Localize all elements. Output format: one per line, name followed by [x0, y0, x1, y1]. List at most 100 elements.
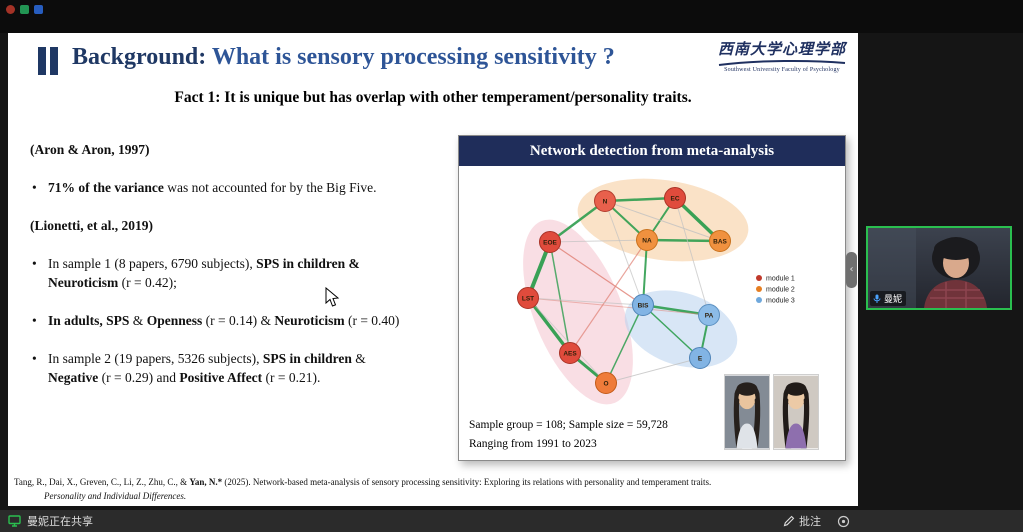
network-edge: [527, 297, 607, 384]
network-edge: [526, 296, 572, 355]
title-keyword: Background:: [72, 44, 207, 70]
network-node-NA: [636, 229, 658, 251]
participant-name: 曼妮: [884, 294, 903, 304]
screen-share-icon: [8, 515, 21, 527]
pointer-tool-icon: [837, 515, 850, 527]
recording-indicator-icon[interactable]: [6, 5, 15, 14]
participant-video[interactable]: 曼妮: [866, 226, 1012, 310]
network-node-label: N: [603, 198, 608, 205]
sidebar-collapse-handle[interactable]: ‹: [846, 252, 857, 288]
network-node-EC: [664, 187, 686, 209]
network-node-N: [594, 190, 616, 212]
network-edge: [549, 239, 648, 243]
panel-title: Network detection from meta-analysis: [459, 136, 845, 166]
citation-line: Tang, R., Dai, X., Greven, C., Li, Z., Z…: [14, 477, 712, 487]
annotate-button[interactable]: 批注: [783, 513, 821, 529]
network-edge: [569, 239, 648, 354]
logo-chinese-text: 西南大学心理学部: [717, 42, 846, 58]
network-node-label: EC: [670, 195, 679, 202]
shared-slide: Background: What is sensory processing s…: [8, 33, 858, 506]
module-hull: [624, 290, 738, 368]
sample-stats: Sample group = 108; Sample size = 59,728: [469, 419, 668, 431]
year-range: Ranging from 1991 to 2023: [469, 438, 597, 450]
network-node-label: NA: [642, 237, 652, 244]
module-hull: [523, 219, 633, 405]
bullet-sample1: In sample 1 (8 papers, 6790 subjects), S…: [30, 254, 402, 292]
network-node-E: [689, 347, 711, 369]
legend-label: module 1: [766, 276, 795, 283]
participant-person: [868, 228, 1010, 308]
bullet-variance: 71% of the variance was not accounted fo…: [30, 178, 402, 197]
network-node-label: BAS: [713, 238, 727, 245]
logo-swoosh-icon: [718, 59, 846, 66]
network-node-label: EOE: [543, 239, 557, 246]
network-panel: Network detection from meta-analysis N EC…: [458, 135, 846, 461]
network-edge: [605, 357, 701, 384]
browser-tab-icon[interactable]: [34, 5, 43, 14]
panel-stats: Sample group = 108; Sample size = 59,728…: [469, 416, 668, 454]
bullet-variance-bold: 71% of the variance: [48, 180, 164, 195]
reference-citation: Tang, R., Dai, X., Greven, C., Li, Z., Z…: [14, 476, 852, 503]
network-edge: [604, 196, 676, 203]
pointer-tool-button[interactable]: [837, 515, 850, 528]
network-node-PA: [698, 304, 720, 326]
citation-aron: (Aron & Aron, 1997): [30, 142, 150, 157]
fact-heading: Fact 1: It is unique but has overlap wit…: [174, 89, 692, 106]
meeting-app-icon[interactable]: [20, 5, 29, 14]
network-edge: [527, 297, 710, 316]
bullet-sample2: In sample 2 (19 papers, 5326 subjects), …: [30, 349, 402, 387]
network-edge: [527, 297, 644, 306]
network-node-label: O: [603, 380, 608, 387]
network-edge: [642, 304, 701, 359]
logo-english-text: Southwest University Faculty of Psycholo…: [724, 67, 840, 73]
legend-label: module 2: [766, 287, 795, 294]
author-photo-2: [773, 374, 819, 450]
slide-title: Background: What is sensory processing s…: [72, 44, 615, 71]
network-edge: [549, 199, 606, 244]
citation-lionetti: (Lionetti, et al., 2019): [30, 218, 153, 233]
network-node-LST: [517, 287, 539, 309]
network-edge: [604, 200, 644, 306]
network-node-label: E: [698, 355, 703, 362]
author-photo-1: [724, 374, 770, 450]
pen-icon: [783, 515, 795, 527]
author-photos: [724, 374, 819, 450]
participant-nametag: 曼妮: [870, 291, 907, 306]
bullet-adults: In adults, SPS & Openness (r = 0.14) & N…: [30, 311, 402, 330]
bottom-bar: 曼妮正在共享 批注: [0, 510, 1023, 532]
network-node-AES: [559, 342, 581, 364]
network-edge: [642, 303, 710, 317]
legend-dot: [756, 297, 762, 303]
network-edge: [549, 241, 644, 306]
network-node-O: [595, 372, 617, 394]
university-logo: 西南大学心理学部 Southwest University Faculty of…: [712, 38, 852, 73]
network-edge: [605, 304, 644, 384]
title-question: What is sensory processing sensitivity ?: [206, 44, 615, 70]
legend-dot: [756, 286, 762, 292]
network-edge: [604, 200, 721, 242]
mic-icon: [873, 294, 881, 303]
network-node-BAS: [709, 230, 731, 252]
module-hull: [577, 178, 749, 262]
network-edge: [646, 238, 721, 243]
slide-text-column: (Aron & Aron, 1997) 71% of the variance …: [30, 135, 402, 406]
network-edge: [674, 197, 710, 316]
legend-dot: [756, 275, 762, 281]
network-node-BIS: [632, 294, 654, 316]
network-node-label: LST: [522, 295, 534, 302]
legend-label: module 3: [766, 298, 795, 305]
top-bar: [0, 0, 1023, 33]
journal-name: Personality and Individual Differences.: [44, 490, 187, 501]
share-toolbar: 批注: [783, 510, 850, 532]
share-status-text: 曼妮正在共享: [27, 516, 93, 528]
network-node-label: PA: [705, 312, 714, 319]
network-node-label: BIS: [638, 302, 650, 309]
title-decoration-bars: [38, 47, 62, 75]
network-edge: [549, 241, 571, 354]
mouse-cursor: [325, 287, 340, 307]
network-node-label: AES: [563, 350, 577, 357]
share-status: 曼妮正在共享: [8, 510, 93, 532]
annotate-label: 批注: [799, 516, 821, 528]
